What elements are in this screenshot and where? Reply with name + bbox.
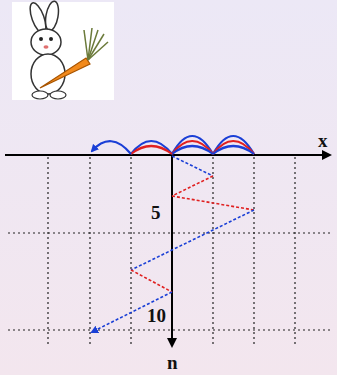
axis-label: n bbox=[167, 353, 178, 372]
rabbit-illustration bbox=[12, 0, 114, 100]
axis-label: x bbox=[318, 131, 328, 150]
hop-arcs bbox=[92, 136, 254, 154]
tick-number: 10 bbox=[147, 306, 166, 325]
zigzag-path bbox=[92, 156, 254, 332]
grid-lines bbox=[8, 157, 330, 345]
tick-number: 5 bbox=[151, 203, 161, 222]
x-axis bbox=[5, 154, 330, 156]
